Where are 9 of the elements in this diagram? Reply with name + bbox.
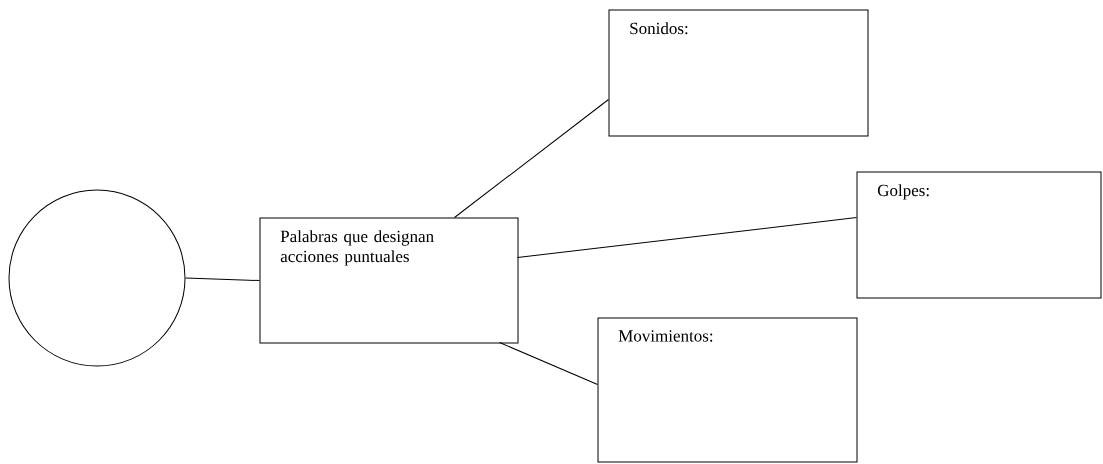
text-box: Sonidos: [608,9,869,137]
text-box: Movimientos: [597,317,858,463]
text-box: Golpes: [856,171,1102,299]
connector-line [454,99,609,218]
connector-line [185,277,260,281]
empty-circle [8,189,186,367]
connector-line [517,217,857,258]
connector-line [499,342,598,385]
text-box: Palabras que designan acciones puntuales [259,217,519,344]
